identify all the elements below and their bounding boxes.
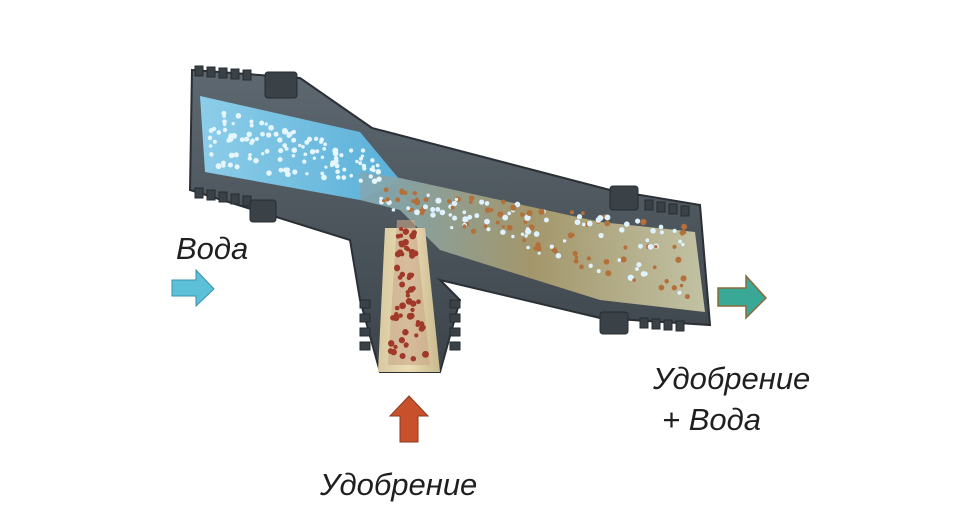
- mixture-outlet-label-line2: + Вода: [662, 402, 762, 437]
- stem-threads: [359, 299, 461, 351]
- flow-particles: [207, 110, 690, 362]
- inlet-threads: [194, 65, 298, 223]
- outlet-threads: [599, 185, 690, 335]
- mixture-outlet-arrow-icon: [717, 274, 768, 320]
- water-inlet-label: Вода: [176, 231, 249, 266]
- water-inlet-arrow-icon: [171, 268, 215, 308]
- fertilizer-inlet-arrow-icon: [388, 395, 430, 443]
- fertilizer-inlet-label: Удобрение: [320, 467, 478, 502]
- mixture-outlet-label-line1: Удобрение: [653, 361, 811, 396]
- mixing-channel: [360, 172, 705, 312]
